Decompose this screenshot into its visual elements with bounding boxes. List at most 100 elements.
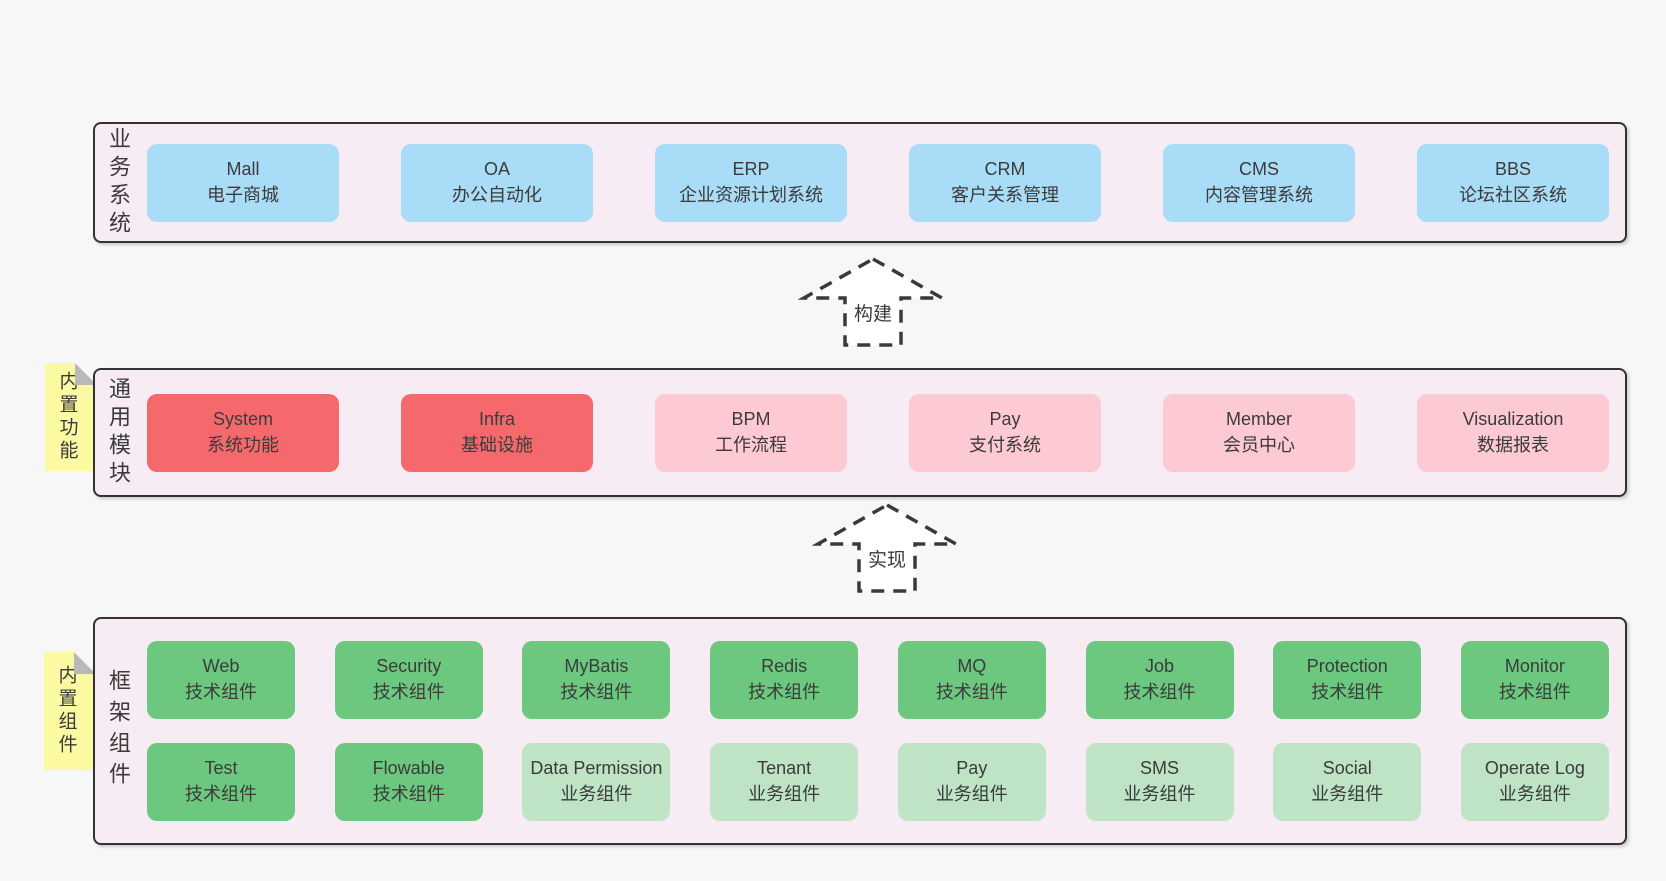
box-title: OA (483, 158, 510, 179)
layer-label: 业务系统 (106, 126, 131, 239)
box-subtitle: 论坛社区系统 (1459, 184, 1567, 205)
box-visualization: Visualization 数据报表 (1417, 393, 1609, 472)
box-title: MQ (957, 656, 987, 677)
box-web: Web 技术组件 (147, 641, 295, 719)
box-subtitle: 业务组件 (1311, 784, 1384, 804)
box-crm: CRM 客户关系管理 (909, 143, 1101, 222)
box-subtitle: 业务组件 (1123, 784, 1196, 804)
layer-label: 通用模块 (106, 376, 131, 489)
box-title: Pay (956, 758, 988, 779)
dashed-up-arrow-implement: 实现 (812, 502, 962, 593)
box-operate-log: Operate Log 业务组件 (1460, 743, 1609, 821)
box-subtitle: 数据报表 (1477, 434, 1549, 455)
box-title: CRM (984, 158, 1026, 179)
box-title: Redis (761, 656, 808, 677)
box-title: Web (202, 656, 240, 677)
layer-label: 框架组件 (106, 669, 131, 793)
layer-label-wrap: 框架组件 (95, 619, 141, 843)
box-bpm: BPM 工作流程 (655, 393, 847, 472)
box-title: Flowable (372, 758, 445, 779)
arrow-shape (798, 256, 948, 347)
box-mybatis: MyBatis 技术组件 (522, 641, 671, 719)
sticky-note-label: 内置组件 (55, 665, 77, 757)
box-subtitle: 技术组件 (372, 784, 445, 804)
box-subtitle: 办公自动化 (452, 184, 542, 205)
box-tenant: Tenant 业务组件 (710, 743, 859, 821)
arrow-label: 实现 (868, 549, 906, 571)
box-subtitle: 技术组件 (748, 682, 821, 702)
box-protection: Protection 技术组件 (1273, 641, 1422, 719)
box-subtitle: 技术组件 (1498, 682, 1571, 702)
box-subtitle: 企业资源计划系统 (679, 184, 823, 205)
box-subtitle: 工作流程 (715, 434, 787, 455)
box-title: Data Permission (530, 758, 663, 779)
box-bbs: BBS 论坛社区系统 (1417, 143, 1609, 222)
box-subtitle: 业务组件 (1498, 784, 1571, 804)
box-title: BPM (731, 408, 771, 429)
box-redis: Redis 技术组件 (710, 641, 859, 719)
box-title: Mall (226, 158, 260, 179)
box-title: CMS (1239, 158, 1279, 179)
arrow-label: 构建 (854, 303, 892, 325)
layer-business-systems: 业务系统 Mall 电子商城 OA 办公自动化 ERP 企业资源计划系统 CRM 客户关系管理… (93, 122, 1627, 243)
arrow-shape (812, 502, 962, 593)
box-title: MyBatis (564, 656, 629, 677)
box-subtitle: 技术组件 (372, 682, 445, 702)
box-title: Visualization (1462, 408, 1564, 429)
box-subtitle: 系统功能 (207, 434, 279, 455)
box-pay: Pay 业务组件 (897, 743, 1046, 821)
box-test: Test 技术组件 (147, 743, 295, 821)
box-title: SMS (1140, 758, 1180, 779)
sticky-note-label: 内置功能 (56, 371, 78, 463)
box-title: Pay (989, 408, 1021, 429)
sticky-note-builtin-features: 内置功能 (45, 363, 97, 471)
box-subtitle: 电子商城 (207, 184, 279, 205)
sticky-note-builtin-components: 内置组件 (44, 652, 96, 770)
box-subtitle: 技术组件 (1123, 682, 1196, 702)
box-subtitle: 业务组件 (560, 784, 633, 804)
box-mall: Mall 电子商城 (147, 143, 339, 222)
box-subtitle: 会员中心 (1223, 434, 1295, 455)
box-mq: MQ 技术组件 (897, 641, 1046, 719)
box-oa: OA 办公自动化 (401, 143, 593, 222)
box-title: Security (376, 656, 442, 677)
box-data-permission: Data Permission 业务组件 (522, 743, 671, 821)
box-system: System 系统功能 (147, 393, 339, 472)
box-title: Tenant (757, 758, 812, 779)
box-subtitle: 技术组件 (185, 682, 257, 702)
box-subtitle: 客户关系管理 (951, 184, 1059, 205)
box-subtitle: 技术组件 (560, 682, 633, 702)
box-title: System (212, 408, 273, 429)
box-subtitle: 技术组件 (935, 682, 1008, 702)
box-title: Protection (1306, 656, 1388, 677)
box-subtitle: 支付系统 (969, 434, 1041, 455)
box-subtitle: 业务组件 (748, 784, 821, 804)
layer-label-wrap: 通用模块 (95, 370, 141, 495)
box-title: ERP (732, 158, 770, 179)
box-title: Test (204, 758, 238, 779)
box-subtitle: 业务组件 (935, 784, 1008, 804)
box-title: Operate Log (1484, 758, 1585, 779)
box-title: BBS (1494, 158, 1532, 179)
box-erp: ERP 企业资源计划系统 (655, 143, 847, 222)
box-pay: Pay 支付系统 (909, 393, 1101, 472)
box-subtitle: 技术组件 (185, 784, 257, 804)
box-title: Infra (478, 408, 516, 429)
box-subtitle: 技术组件 (1311, 682, 1384, 702)
box-social: Social 业务组件 (1273, 743, 1422, 821)
box-sms: SMS 业务组件 (1085, 743, 1234, 821)
box-flowable: Flowable 技术组件 (334, 743, 483, 821)
box-title: Social (1322, 758, 1372, 779)
